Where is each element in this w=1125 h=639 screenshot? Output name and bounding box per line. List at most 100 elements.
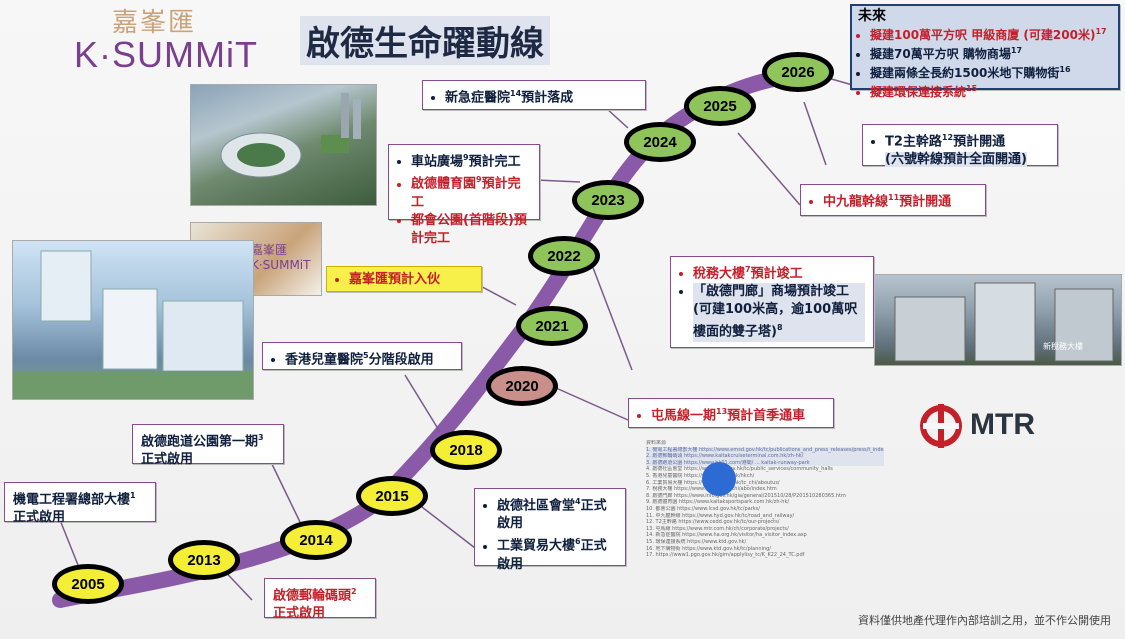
milestone-2025b-sup: 12 [941, 133, 954, 142]
ksummit-photo-label: 嘉峯匯 K·SUMMiT [251, 243, 311, 272]
future-item-1-sup: 17 [1095, 27, 1107, 36]
tower-photo-label: 新稅務大樓 [1043, 342, 1083, 351]
tax-office-tower-photo: 新稅務大樓 [874, 274, 1122, 366]
milestone-2025a-sup: 11 [888, 193, 900, 202]
reference-line: 6. 工業貿易大樓 https://www.tid.gov.hk/tc_chi/… [646, 479, 780, 486]
logo-english: K·SUMMiT [74, 34, 258, 75]
year-2013: 2013 [168, 540, 240, 580]
milestone-2020-box: 屯馬線一期13預計首季通車 [628, 398, 834, 428]
milestone-2005-box: 機電工程署總部大樓1 正式啟用 [4, 482, 156, 526]
milestone-2023-box: 車站廣場9預計完工 啟德體育園9預計完工 都會公園(首階段)預計完工 [388, 144, 540, 246]
milestone-2018-text: 香港兒童醫院 [285, 352, 364, 368]
milestone-2022-item-1: 稅務大樓 [693, 266, 746, 282]
mtr-icon [920, 404, 962, 448]
milestone-2023-item-2-sup: 9 [476, 175, 482, 185]
references-list: 資料來源 1. 機電工程署總部大樓 https://www.emsd.gov.h… [646, 440, 884, 618]
milestone-2015-item-2-sup: 6 [575, 537, 581, 547]
cursor-dot [702, 462, 736, 496]
milestone-2025-t2-box: T2主幹路12預計開通 (六號幹線預計全面開通) [862, 124, 1058, 168]
reference-line: 14. 新急症醫院 https://www.ha.org.hk/visitor/… [646, 532, 807, 539]
milestone-2013-box: 啟德郵輪碼頭2 正式啟用 [264, 578, 376, 622]
reference-line: 17. https://www1.pgo.gov.hk/gim/applylis… [646, 552, 805, 559]
year-2020: 2020 [486, 366, 558, 406]
year-2021: 2021 [516, 306, 588, 346]
reference-line: 3. 啟德跑道公園 https://www.hk01.com/港聞/ ... k… [646, 459, 884, 467]
reference-line: 16. 地下購物街 https://www.ktd.gov.hk/tc/plan… [646, 545, 771, 552]
milestone-2020-text: 屯馬線一期 [651, 408, 717, 424]
milestone-2014-text: 啟德跑道公園第一期 [141, 434, 259, 450]
milestone-2021-box: 嘉峯匯預計入伙 [326, 266, 482, 292]
future-item-3: 擬建兩條全長約1500米地下購物街 [870, 66, 1060, 80]
milestone-2020-sup: 13 [716, 407, 728, 416]
milestone-2023-item-2-text2: 預計完工 [411, 176, 521, 210]
disclaimer-text: 資料僅供地產代理作內部培訓之用，並不作公開使用 [858, 614, 1111, 627]
references-header: 資料來源 [646, 440, 667, 446]
milestone-2024-text: 新急症醫院 [445, 90, 511, 106]
milestone-2013-sup: 2 [351, 587, 357, 596]
year-2022: 2022 [528, 236, 600, 276]
milestone-2022-box: 稅務大樓7預計竣工 「啟德門廊」商場預計竣工(可建100米高，逾100萬呎樓面的… [670, 256, 874, 348]
milestone-2015-item-2: 工業貿易大樓 [497, 538, 576, 554]
milestone-2005-text2: 正式啟用 [13, 510, 66, 526]
year-2015: 2015 [356, 476, 428, 516]
milestone-2023-item-1: 車站廣場 [411, 154, 464, 170]
milestone-2013-text: 啟德郵輪碼頭 [273, 588, 352, 604]
future-item-3-sup: 16 [1059, 65, 1071, 74]
milestone-2015-item-1: 啟德社區會堂 [497, 498, 576, 514]
logo-chinese: 嘉峯匯 [112, 8, 197, 38]
reference-line: 13. 屯馬線 https://www.mtr.com.hk/ch/corpor… [646, 525, 789, 532]
kai-tak-sports-park-photo [190, 84, 377, 206]
year-2023: 2023 [572, 180, 644, 220]
page-title: 啟德生命躍動線 [300, 16, 550, 65]
future-item-1: 擬建100萬平方呎 甲級商廈 (可建200米) [870, 28, 1096, 42]
milestone-2024-box: 新急症醫院14預計落成 [422, 80, 646, 110]
reference-line: 2. 啟德郵輪碼頭 https://www.kaitakcruisetermin… [646, 453, 884, 460]
milestone-2025b-text: T2主幹路 [885, 134, 942, 150]
future-item-2: 擬建70萬平方呎 購物商場 [870, 47, 1011, 61]
milestone-2020-text2: 預計首季通車 [727, 408, 806, 424]
milestone-2018-text2: 分階段啟用 [368, 352, 434, 368]
milestone-2022-item-1-text2: 預計竣工 [750, 266, 803, 282]
reference-line: 7. 稅務大樓 https://www.ird.gov.hk/chi/abo/i… [646, 486, 777, 493]
year-2018: 2018 [430, 430, 502, 470]
reference-line: 15. 環保連接系統 https://www.ktd.gov.hk/ [646, 538, 747, 545]
milestone-2022-item-1-sup: 7 [745, 265, 751, 274]
milestone-2005-text: 機電工程署總部大樓 [13, 492, 131, 508]
milestone-2015-item-1-text2: 正式啟用 [497, 498, 607, 532]
milestone-2023-item-2: 啟德體育園 [411, 176, 477, 192]
reference-line: 10. 都會公園 https://www.lcsd.gov.hk/tc/park… [646, 505, 760, 512]
future-header: 未來 [858, 8, 886, 24]
future-item-4-sup: 15 [966, 84, 978, 93]
milestone-2005-sup: 1 [130, 491, 136, 500]
reference-line: 9. 啟德體育園 https://www.kaitaksportspark.co… [646, 499, 790, 506]
ksummit-logo: 嘉峯匯 K·SUMMiT [74, 0, 264, 78]
milestone-2014-sup: 3 [258, 433, 264, 442]
milestone-2023-item-1-text2: 預計完工 [468, 154, 521, 170]
milestone-2014-text2: 正式啟用 [141, 452, 194, 468]
milestone-2015-box: 啟德社區會堂4正式啟用 工業貿易大樓6正式啟用 [474, 488, 626, 572]
reference-line: 12. T2主幹路 https://www.cedd.gov.hk/tc/our… [646, 519, 780, 526]
milestone-2024-text2: 預計落成 [521, 90, 574, 106]
reference-line: 4. 啟德社區會堂 https://www.had.gov.hk/tc/publ… [646, 466, 833, 473]
milestone-2013-text2: 正式啟用 [273, 606, 326, 622]
milestone-2022-item-2-sup: 8 [776, 323, 783, 333]
reference-line: 11. 中九龍幹線 https://www.hyd.gov.hk/tc/road… [646, 512, 795, 519]
mtr-label: MTR [970, 408, 1035, 441]
future-plans-box: 未來 擬建100萬平方呎 甲級商廈 (可建200米)17 擬建70萬平方呎 購物… [850, 4, 1120, 99]
milestone-2025a-text2: 預計開通 [899, 194, 952, 210]
future-item-2-sup: 17 [1010, 46, 1023, 55]
milestone-2023-item-3: 都會公園(首階段)預計完工 [411, 212, 527, 246]
milestone-2025b-text2: 預計開通 [953, 134, 1006, 150]
year-2024: 2024 [624, 122, 696, 162]
mtr-logo: MTR [918, 404, 1068, 448]
milestone-2021-text: 嘉峯匯預計入伙 [349, 272, 441, 287]
milestone-2025a-text: 中九龍幹線 [823, 194, 889, 210]
reference-line: 5. 香港兒童醫院 https://www.ha.org.hk/hkch/ [646, 472, 755, 479]
year-2014: 2014 [280, 520, 352, 560]
milestone-2014-box: 啟德跑道公園第一期3 正式啟用 [132, 424, 284, 468]
milestone-2015-item-1-sup: 4 [575, 497, 581, 506]
milestone-2024-sup: 14 [510, 89, 522, 98]
milestone-2025b-text3: (六號幹線預計全面開通) [885, 152, 1027, 168]
hong-kong-childrens-hospital-photo [12, 240, 254, 400]
milestone-2015-item-2-text2: 正式啟用 [497, 538, 607, 572]
